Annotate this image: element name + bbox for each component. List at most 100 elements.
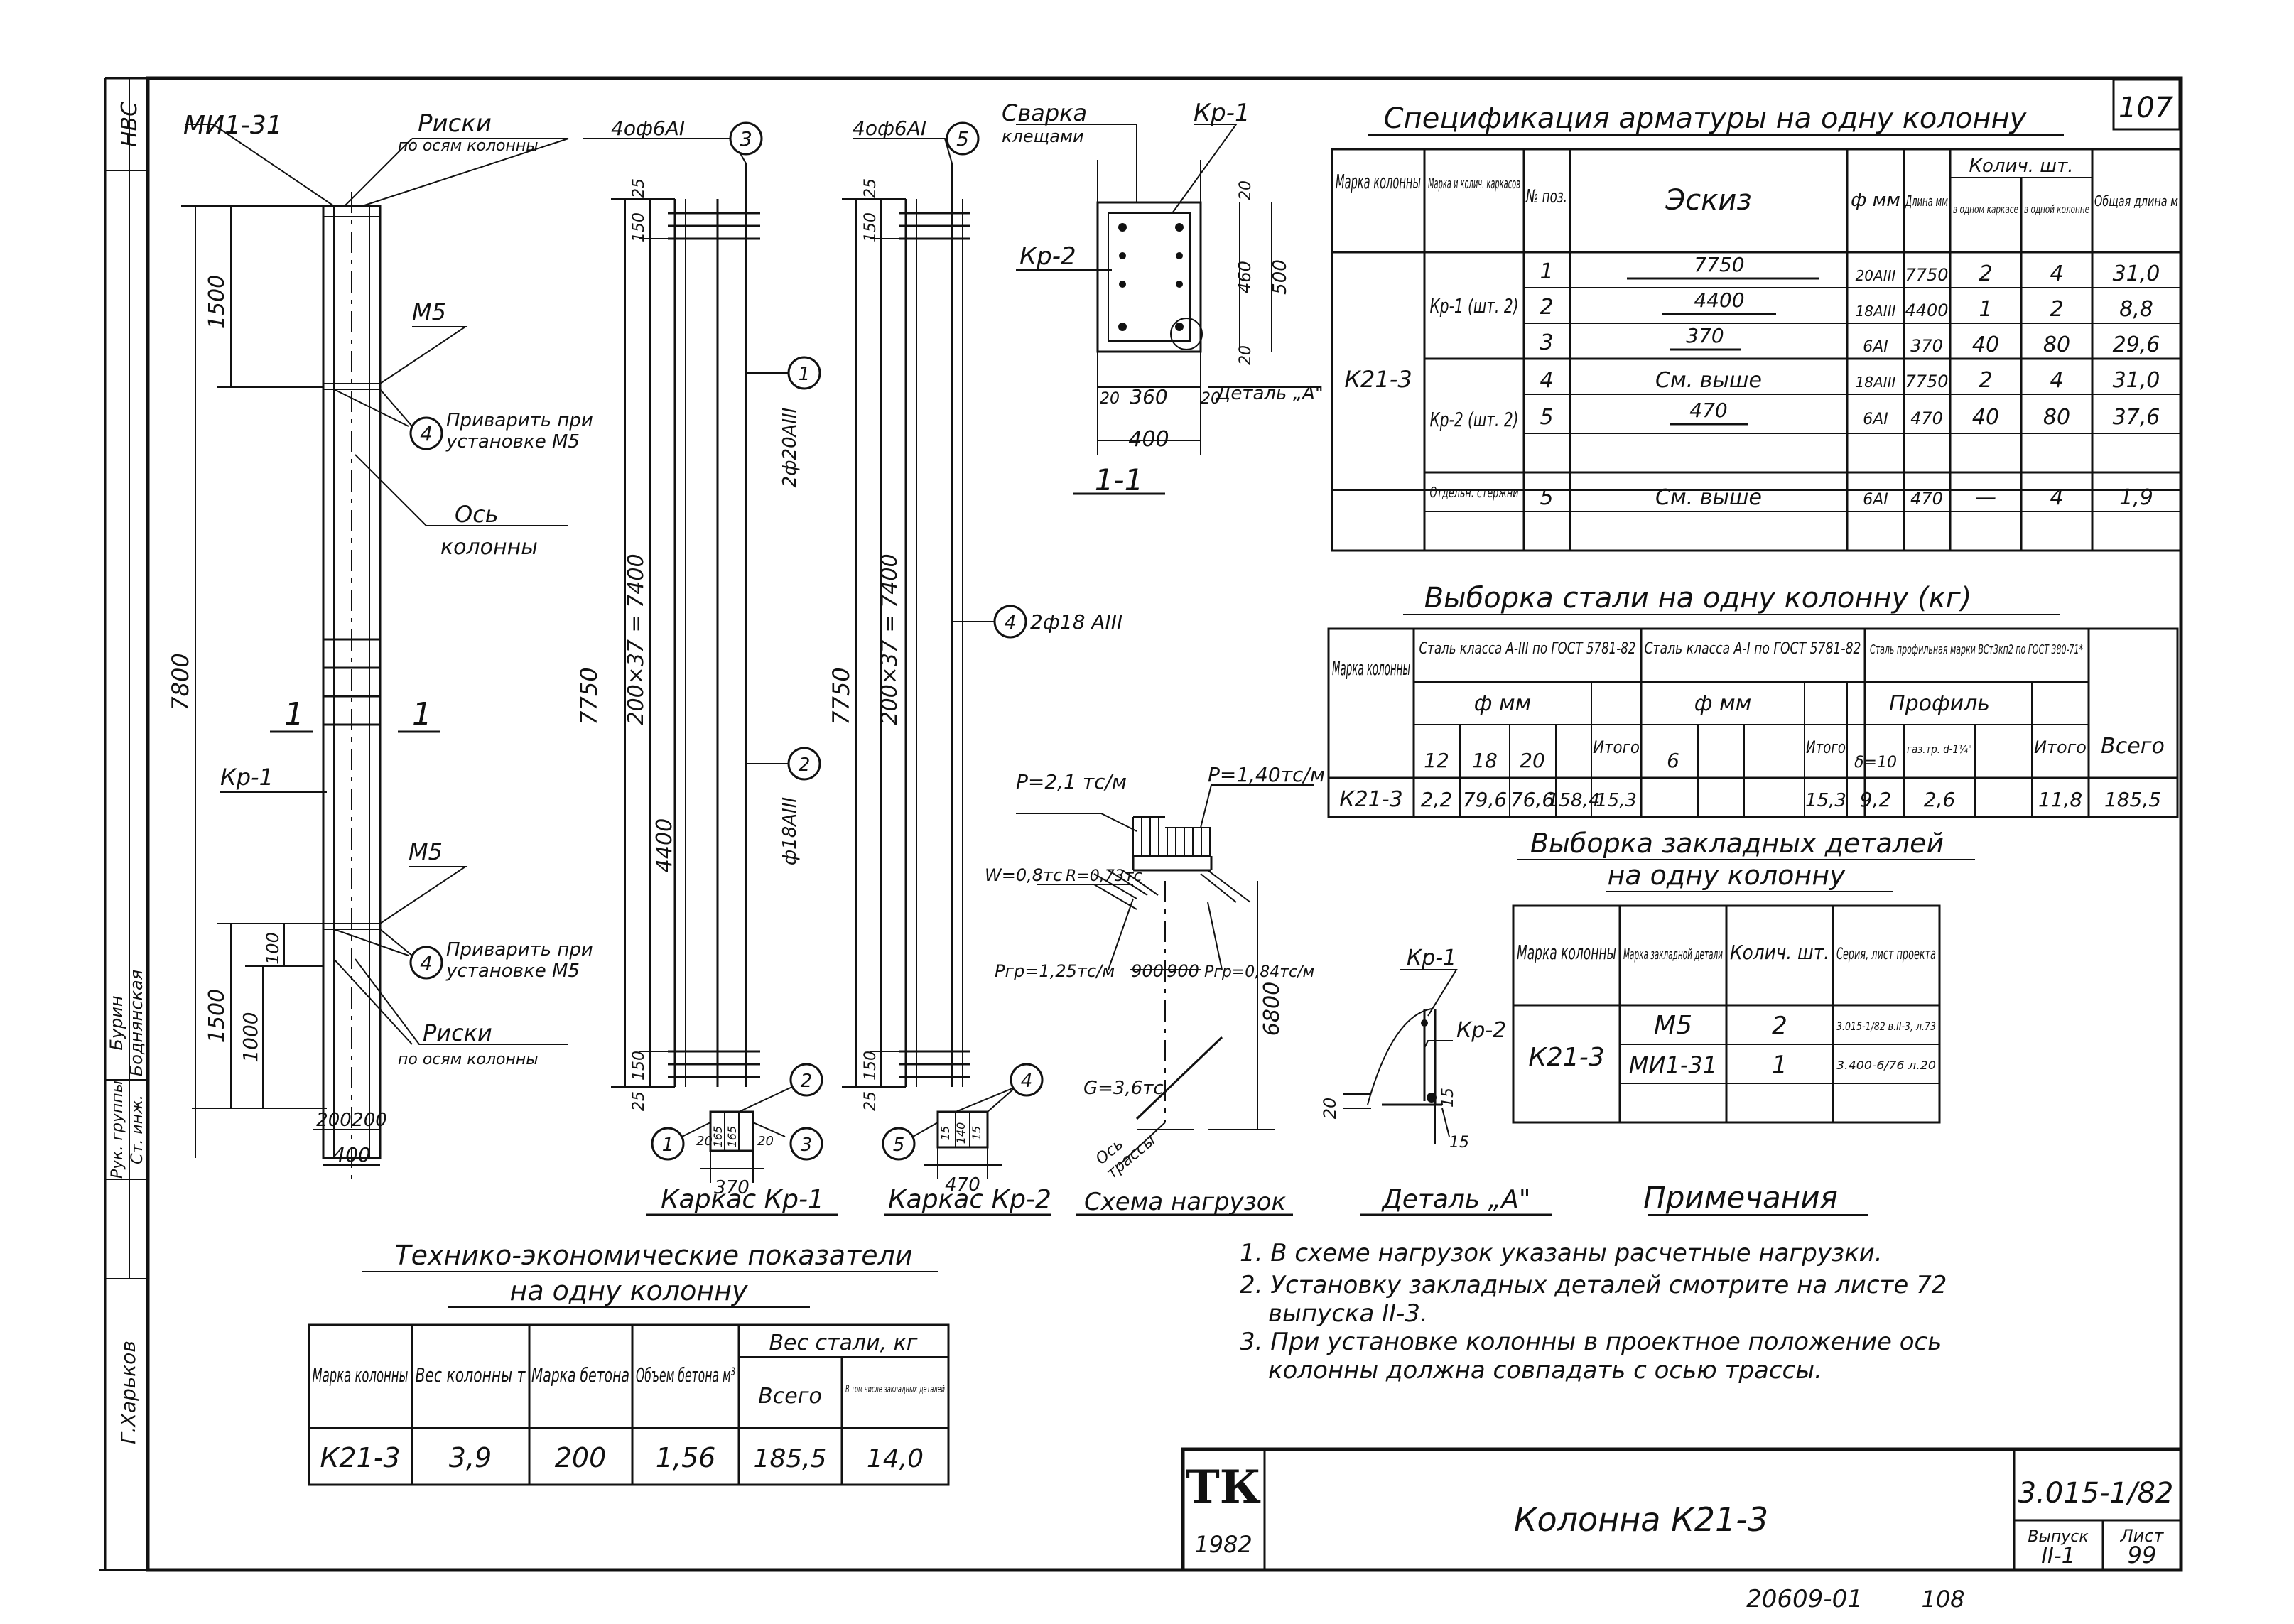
cage2-sec-15a: 15 [938, 1126, 952, 1140]
section-kr2: Кр-2 [1019, 242, 1076, 271]
risks-sub-top: по осям колонны [398, 137, 539, 155]
dim-1500-bottom: 1500 [205, 989, 229, 1043]
section-1-1: Сварка клещами Кр-1 Кр-2 20 460 500 20 2… [1002, 99, 1324, 497]
cage-kr1-label: Кр-1 [220, 764, 274, 791]
steel-row-total: 185,5 [2104, 788, 2161, 811]
weld-text-bottom-1: Приварить при [446, 939, 593, 960]
note-1: 1. В схеме нагрузок указаны расчетные на… [1240, 1239, 1883, 1267]
spec-r5-qc: 40 [1972, 405, 1999, 430]
cage2-sec-pos5: 5 [893, 1135, 905, 1156]
cage1-sec-pos2: 2 [801, 1071, 813, 1092]
spec-r6-qn: 4 [2050, 485, 2063, 510]
steel-row-mark: К21-3 [1339, 787, 1402, 812]
spec-r2-dia: 18АIII [1856, 303, 1896, 320]
detail-dim-15b: 15 [1449, 1134, 1469, 1152]
spec-r5-qn: 80 [2043, 405, 2070, 430]
load-arrows [1093, 816, 1251, 910]
cage1-pos3-circle [729, 121, 763, 156]
steel-row-itogo1: 158,4 [1547, 790, 1600, 811]
steel-row-sheet: 9,2 [1860, 788, 1892, 811]
embedded-title-1: Выборка закладных деталей [1530, 828, 1944, 859]
stamp-sheet-header: Лист [2120, 1526, 2165, 1546]
weld-text-bottom-2: установке М5 [445, 960, 580, 982]
spec-col-mark: К21-3 [1344, 366, 1412, 393]
spec-r3-qn: 80 [2043, 332, 2070, 357]
note-3-cont: колонны должна совпадать с осью трассы. [1268, 1356, 1822, 1385]
section-dim-20-right: 20 [1201, 390, 1221, 408]
spec-cage-kr1: Кр-1 (шт. 2) [1430, 294, 1519, 318]
load-6800: 6800 [1260, 982, 1284, 1036]
note-2: 2. Установку закладных деталей смотрите … [1240, 1271, 1947, 1299]
weld-text-top-2: установке М5 [445, 431, 580, 453]
tech-row-weight: 3,9 [449, 1442, 492, 1473]
spec-r6-pos: 5 [1540, 485, 1553, 510]
section-dim-360: 360 [1130, 385, 1167, 408]
section-caption: 1-1 [1095, 462, 1144, 497]
risks-sub-bottom: по осям колонны [398, 1051, 539, 1068]
spec-r2-pos: 2 [1540, 295, 1553, 320]
strip-cell-city: Г.Харьков [117, 1341, 140, 1444]
risks-label-top: Риски [418, 109, 492, 138]
spec-table: Спецификация арматуры на одну колонну Ма… [1331, 102, 2182, 552]
steel-h-fmm2: ф мм [1694, 691, 1751, 716]
tech-h-volume: Объем бетона м³ [636, 1363, 735, 1387]
cage2-sec-15b: 15 [970, 1126, 983, 1140]
embedded-title-2: на одну колонну [1607, 860, 1846, 891]
steel-row-itogo3: 11,8 [2038, 788, 2082, 811]
load-p2: Р=1,40тс/м [1208, 763, 1325, 786]
detail-a-marker [1170, 318, 1203, 350]
steel-row-pipe: 2,6 [1924, 788, 1956, 811]
tech-h-concrete: Марка бетона [531, 1363, 629, 1387]
tech-table: Технико-экономические показатели на одну… [308, 1240, 950, 1486]
tech-row-concrete: 200 [555, 1442, 607, 1473]
steel-h-20: 20 [1520, 749, 1545, 772]
section-dim-460: 460 [1235, 261, 1255, 293]
embedded-r1-part: М5 [1654, 1011, 1692, 1040]
cage1-sec-pos2-circle [789, 1063, 823, 1097]
spec-cage-loose: Отдельн. стержни [1430, 484, 1519, 501]
cage2-sec-140: 140 [954, 1122, 968, 1144]
m5-label-top: М5 [412, 298, 446, 325]
rebar-dots [1118, 223, 1184, 331]
cage-kr1: 4оф6АI 3 25 150 7750 200×37 = 7400 4400 … [575, 117, 838, 1216]
steel-title: Выборка стали на одну колонну (кг) [1424, 582, 1972, 615]
cage2-dim-150-bottom: 150 [862, 1051, 880, 1081]
cage2-pos5: 5 [956, 127, 969, 151]
cage1-pos2: 2 [799, 754, 811, 776]
steel-h-mark: Марка колонны [1332, 656, 1410, 680]
detail-kr2: Кр-2 [1456, 1018, 1506, 1043]
cage1-sec-pos3: 3 [801, 1135, 813, 1156]
detail-caption: Деталь „А" [1381, 1185, 1531, 1214]
section-dim-500: 500 [1270, 259, 1291, 295]
cage1-pos2-text: ф18АIII [779, 797, 801, 865]
spec-r4-dia: 18АIII [1856, 374, 1896, 391]
tech-h-mark: Марка колонны [313, 1363, 409, 1387]
cage2-dim-25-bottom: 25 [862, 1091, 880, 1111]
embedded-r1-series: 3.015-1/82 в.II-3, л.73 [1836, 1019, 1936, 1033]
dim-200-left: 200 [316, 1110, 352, 1131]
cage1-pos2-circle [787, 747, 821, 781]
spec-h-qty: Колич. шт. [1969, 156, 2074, 177]
stamp-code: 3.015-1/82 [2018, 1477, 2174, 1510]
spec-r3-pos: 3 [1540, 330, 1553, 355]
steel-row-itogo2: 15,3 [1805, 790, 1846, 811]
cage1-dim-pitch: 200×37 = 7400 [624, 553, 649, 725]
axis-label-2: колонны [440, 535, 538, 560]
spec-r4-pos: 4 [1540, 368, 1553, 393]
cage1-dim-7750: 7750 [575, 667, 602, 725]
notes-title: Примечания [1643, 1180, 1838, 1215]
cage1-sec-pos3-circle [789, 1127, 823, 1161]
cage1-pos1-text: 2ф20АIII [779, 408, 801, 488]
dim-7800: 7800 [167, 653, 194, 710]
embedded-h-mark: Марка колонны [1517, 941, 1616, 964]
callout-circle-4-bottom [409, 946, 443, 980]
cage2-sec-pos4-circle [1010, 1063, 1044, 1097]
note-3: 3. При установке колонны в проектное пол… [1240, 1328, 1942, 1356]
steel-h-18: 18 [1472, 749, 1498, 772]
section-dim-20-bottom: 20 [1237, 345, 1255, 365]
cage2-pos4: 4 [1005, 612, 1017, 634]
spec-r6-qc: — [1975, 485, 1996, 510]
cage2-dim-25: 25 [862, 178, 880, 198]
column-elevation: МИ1-31 Риски по осям колонны М5 4 Привар… [167, 109, 593, 1179]
load-p1: Р=2,1 тс/м [1016, 770, 1127, 794]
